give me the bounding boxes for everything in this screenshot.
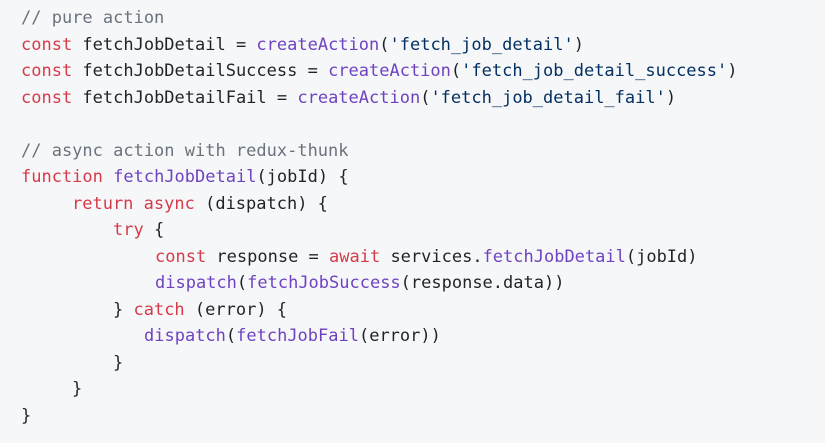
code-text: ( — [450, 61, 462, 81]
code-line: dispatch(fetchJobFail(error)) — [144, 323, 441, 349]
code-text: } — [72, 379, 83, 399]
code-text: fetchJobDetail = — [72, 35, 257, 55]
code-text: ) — [727, 61, 738, 81]
code-text: } — [113, 300, 134, 320]
code-function-name: fetchJobFail — [236, 326, 359, 346]
code-text: services. — [380, 247, 483, 267]
code-text — [103, 167, 113, 187]
code-text: } — [113, 353, 124, 373]
code-line: // pure action — [21, 5, 164, 31]
code-text: } — [21, 406, 32, 426]
code-line: try { — [113, 217, 164, 243]
code-line: const fetchJobDetailFail = createAction(… — [21, 85, 676, 111]
code-function-name: fetchJobDetail — [113, 167, 257, 187]
code-function-name: createAction — [297, 88, 421, 108]
code-text: (error)) — [358, 326, 441, 346]
code-text: ( — [379, 35, 390, 55]
code-text: fetchJobDetailFail = — [72, 88, 298, 108]
code-line: } — [72, 376, 82, 402]
code-keyword: try — [113, 220, 144, 240]
code-string: 'fetch_job_detail' — [389, 35, 574, 55]
code-text: fetchJobDetailSuccess = — [72, 61, 329, 81]
code-text: ( — [225, 326, 237, 346]
code-keyword: await — [329, 247, 381, 267]
code-line: dispatch(fetchJobSuccess(response.data)) — [155, 270, 564, 296]
code-string: 'fetch_job_detail_success' — [461, 61, 728, 81]
code-function-name: createAction — [328, 61, 451, 81]
code-line: const fetchJobDetail = createAction('fet… — [21, 32, 584, 58]
code-text: (error) { — [184, 300, 288, 320]
code-text — [133, 194, 143, 214]
code-keyword: const — [155, 247, 207, 267]
code-keyword: return — [72, 194, 134, 214]
code-function-name: dispatch — [155, 273, 237, 293]
code-line: } — [113, 350, 123, 376]
code-text: ) — [665, 88, 677, 108]
code-text: ( — [420, 88, 431, 108]
code-text: (jobId) { — [256, 167, 349, 187]
code-text: (jobId) — [625, 247, 698, 267]
code-function-name: dispatch — [144, 326, 226, 346]
code-line: // async action with redux-thunk — [21, 138, 349, 164]
code-comment: // pure action — [21, 8, 165, 28]
code-function-name: fetchJobSuccess — [247, 273, 401, 293]
code-keyword: async — [143, 194, 195, 214]
code-text: ( — [236, 273, 248, 293]
code-function-name: createAction — [256, 35, 380, 55]
code-line: } — [21, 403, 31, 429]
code-text: (response.data)) — [400, 273, 565, 293]
code-text: ) — [573, 35, 584, 55]
code-line: const response = await services.fetchJob… — [155, 244, 698, 270]
code-line: return async (dispatch) { — [72, 191, 328, 217]
code-keyword: const — [21, 35, 73, 55]
code-keyword: function — [21, 167, 103, 187]
code-keyword: const — [21, 61, 73, 81]
code-text: (dispatch) { — [194, 194, 328, 214]
code-keyword: const — [21, 88, 73, 108]
code-line: } catch (error) { — [113, 297, 287, 323]
code-string: 'fetch_job_detail_fail' — [430, 88, 666, 108]
code-function-name: fetchJobDetail — [482, 247, 626, 267]
code-keyword: catch — [133, 300, 185, 320]
code-line: const fetchJobDetailSuccess = createActi… — [21, 58, 738, 84]
code-line: function fetchJobDetail(jobId) { — [21, 164, 349, 190]
code-text: { — [143, 220, 165, 240]
code-text: response = — [206, 247, 330, 267]
code-comment: // async action with redux-thunk — [21, 141, 349, 161]
